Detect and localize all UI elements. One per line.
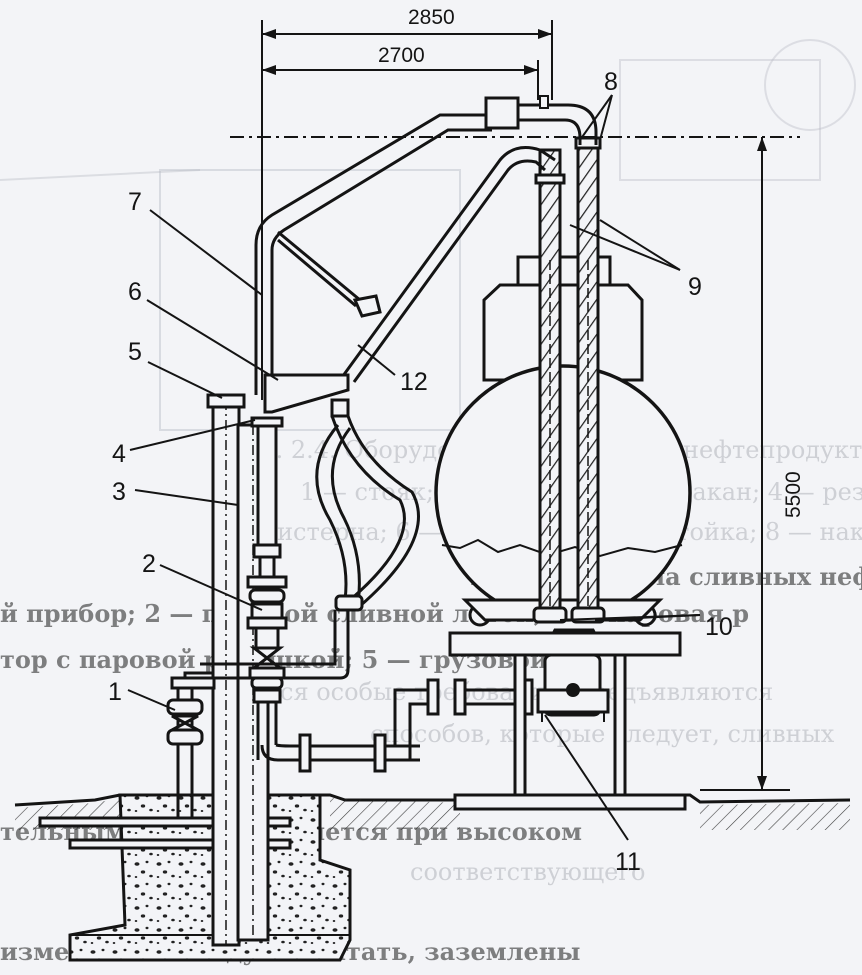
callout-7: 7 — [128, 188, 142, 216]
leader-lines — [127, 94, 701, 841]
horizontal-pipeline — [260, 678, 534, 773]
callout-11: 11 — [615, 848, 641, 876]
callout-12: 12 — [400, 368, 428, 396]
callout-1: 1 — [108, 678, 122, 706]
dimension-5500: 5500 — [782, 471, 805, 518]
callout-10: 10 — [705, 613, 733, 641]
valve-1 — [166, 671, 216, 818]
svg-text:способов, которые следует, сли: способов, которые следует, сливных — [370, 720, 835, 748]
flexible-hose — [315, 398, 420, 612]
dimension-2700: 2700 — [378, 44, 425, 67]
callout-4: 4 — [112, 440, 126, 468]
dimension-2850: 2850 — [408, 6, 455, 29]
svg-text:соответствующего: соответствующего — [410, 858, 645, 886]
callout-6: 6 — [128, 278, 142, 306]
callout-9: 9 — [688, 273, 702, 301]
callout-2: 2 — [142, 550, 156, 578]
dimension-lines — [230, 20, 800, 791]
callout-3: 3 — [112, 478, 126, 506]
immersion-pipes — [532, 136, 606, 624]
tank-cistern — [434, 255, 692, 622]
callout-5: 5 — [128, 338, 142, 366]
callout-8: 8 — [604, 68, 618, 96]
concrete-foundation — [68, 793, 352, 962]
hose-return-pipe — [180, 610, 350, 680]
